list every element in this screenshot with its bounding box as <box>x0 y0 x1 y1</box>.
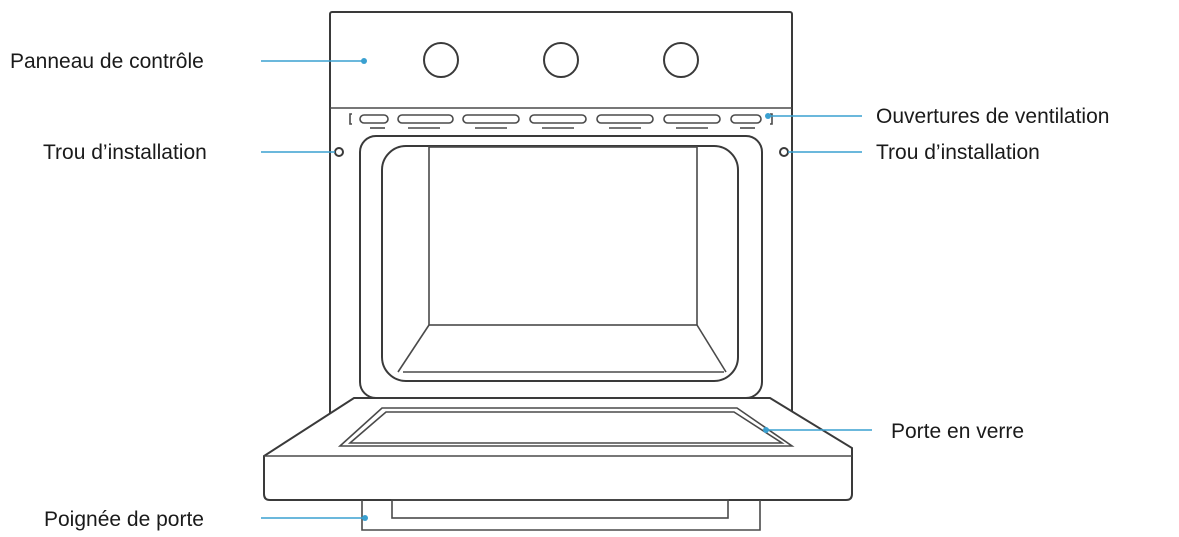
label-control-panel: Panneau de contrôle <box>10 50 204 73</box>
install-hole-right-marker <box>779 147 789 157</box>
label-door-handle: Poignée de porte <box>44 508 204 531</box>
label-install-hole-right: Trou d’installation <box>876 141 1040 164</box>
leader-lines <box>261 58 872 521</box>
door-glass-panel <box>337 407 795 447</box>
knob-right <box>663 42 699 78</box>
control-knobs <box>423 42 699 78</box>
label-install-hole-left: Trou d’installation <box>43 141 207 164</box>
label-ventilation: Ouvertures de ventilation <box>876 105 1109 128</box>
ventilation-vents <box>349 113 773 129</box>
door-handle <box>361 499 761 531</box>
knob-center <box>543 42 579 78</box>
oven-cavity <box>359 135 763 399</box>
callout-labels: Panneau de contrôle Ouvertures de ventil… <box>10 50 1109 531</box>
oven-door <box>263 397 853 501</box>
knob-left <box>423 42 459 78</box>
label-glass-door: Porte en verre <box>891 420 1024 443</box>
install-hole-left-marker <box>334 147 344 157</box>
